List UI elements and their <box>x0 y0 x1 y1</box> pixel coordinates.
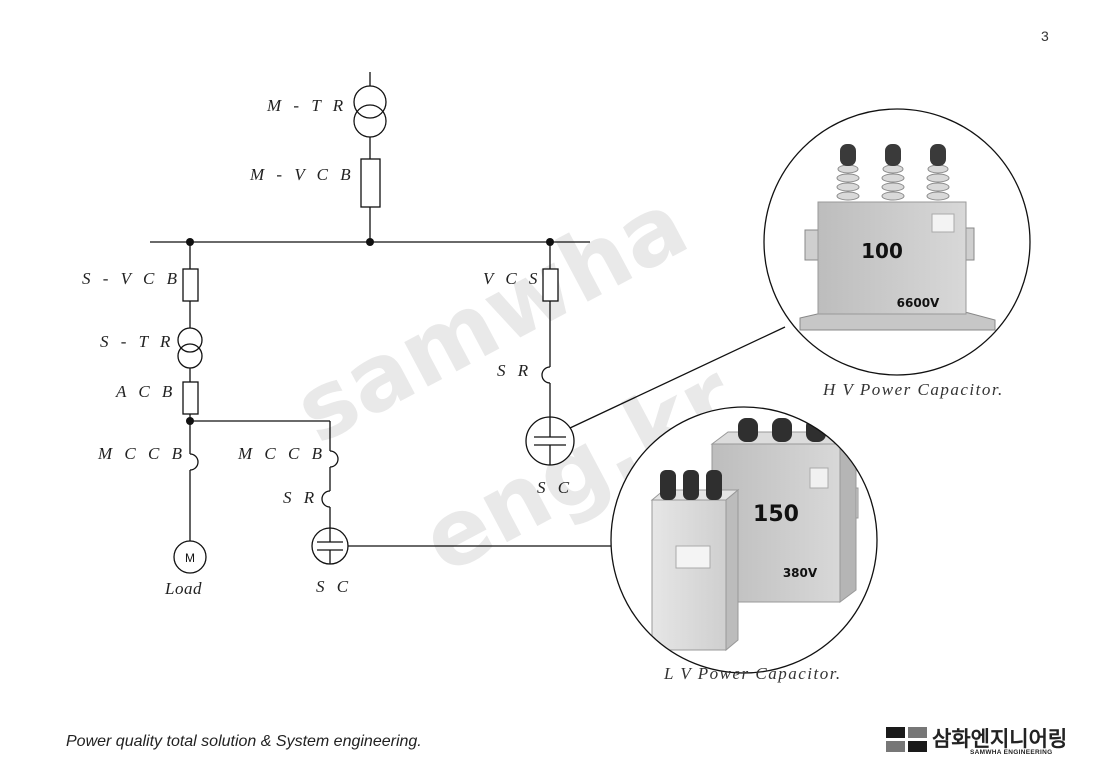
hv-rating-text: 100 <box>861 239 903 263</box>
bus-node <box>366 238 374 246</box>
motor-symbol <box>173 540 207 574</box>
label-hv-reactor: S R <box>497 361 532 380</box>
logo-korean-text: 삼화엔지니어링 <box>932 727 1067 751</box>
label-mccb-2: M C C B <box>237 444 326 463</box>
hv-photo-caption: H V Power Capacitor. <box>822 380 1004 399</box>
hv-voltage-text: 6600V <box>897 296 940 310</box>
mccb-1-symbol <box>189 453 199 471</box>
hv-capacitor-symbol <box>525 416 575 466</box>
label-main-transformer: M - T R <box>266 96 347 115</box>
mccb-2-symbol <box>329 450 339 468</box>
hv-capacitor-photo: 100 6600V H V Power Capacitor. <box>763 108 1031 399</box>
hv-photo-frame <box>763 108 1031 376</box>
sub-vcb-symbol <box>182 268 199 302</box>
logo-mark <box>886 727 927 752</box>
label-sub-vcb: S - V C B <box>82 269 181 288</box>
lv-photo-caption: L V Power Capacitor. <box>663 664 842 683</box>
page-number: 3 <box>1041 28 1049 44</box>
label-acb: A C B <box>115 382 176 401</box>
label-sub-transformer: S - T R <box>100 332 174 351</box>
single-line-diagram: M M - T R M - V C B <box>82 72 786 598</box>
lv-capacitor-photo: 150 380V L V Power Capacitor. <box>610 406 878 683</box>
label-vcs: V C S <box>483 269 541 288</box>
lv-rating-text: 150 <box>753 502 799 527</box>
logo-english-text: SAMWHA ENGINEERING <box>970 749 1052 756</box>
label-load: Load <box>164 579 202 598</box>
hv-callout-line <box>569 326 786 429</box>
footer-tagline: Power quality total solution & System en… <box>66 733 422 750</box>
motor-letter: M <box>185 551 195 565</box>
main-transformer-symbol <box>353 85 387 138</box>
company-logo: 삼화엔지니어링 SAMWHA ENGINEERING <box>886 727 1067 756</box>
label-hv-capacitor: S C <box>537 478 573 497</box>
lv-voltage-text: 380V <box>783 566 818 580</box>
label-lv-capacitor: S C <box>316 577 352 596</box>
hv-reactor-symbol <box>541 366 551 384</box>
vcs-symbol <box>542 268 559 302</box>
label-mccb-1: M C C B <box>97 444 186 463</box>
acb-symbol <box>182 381 199 415</box>
sub-transformer-symbol <box>177 327 203 369</box>
main-vcb-symbol <box>360 158 381 208</box>
lv-reactor-symbol <box>321 490 331 508</box>
label-main-vcb: M - V C B <box>249 165 355 184</box>
lv-photo-frame <box>610 406 878 674</box>
lv-capacitor-symbol <box>311 527 349 565</box>
label-lv-reactor: S R <box>283 488 318 507</box>
